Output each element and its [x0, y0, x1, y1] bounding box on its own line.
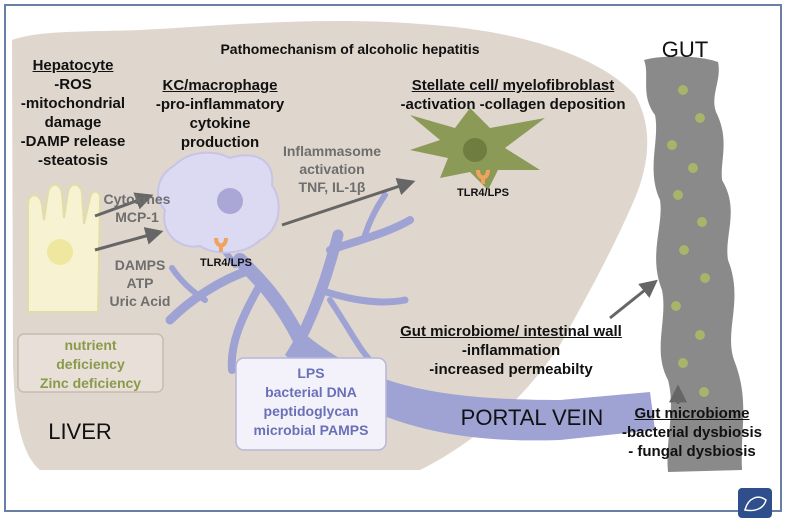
kc-block: KC/macrophage -pro-inflammatory cytokine… [140, 76, 300, 152]
arrow-hepatocyte-to-kc-lower [94, 227, 164, 252]
tlr4-kc-label: TLR4/LPS [200, 257, 252, 269]
diagram-title: Pathomechanism of alcoholic hepatitis [220, 41, 480, 57]
damps-line: DAMPS [114, 257, 166, 273]
hepatocyte-line: -mitochondrial [20, 95, 126, 112]
stellate-nucleus [463, 138, 487, 162]
kc-heading: KC/macrophage [162, 77, 278, 94]
cytokines-line: MCP-1 [115, 209, 159, 225]
gut-wall-heading: Gut microbiome/ intestinal wall [400, 323, 622, 340]
tlr4-stellate-label: TLR4/LPS [457, 187, 509, 199]
gut-label: GUT [661, 37, 709, 62]
nutrient-box [17, 333, 164, 393]
pamps-line: peptidoglycan [263, 403, 359, 419]
damps-line: Uric Acid [109, 293, 171, 309]
inflammasome-line: Inflammasome [282, 143, 382, 159]
stellate-block: Stellate cell/ myelofibroblast -activati… [378, 76, 648, 114]
portal-vein-branches [165, 192, 414, 374]
tlr4-receptor-stellate [476, 169, 490, 184]
journal-logo [738, 488, 772, 518]
gut-microbiome-heading: Gut microbiome [634, 405, 750, 422]
gut-wall-block: Gut microbiome/ intestinal wall -inflamm… [376, 322, 646, 379]
cytokines-block: Cytokines MCP-1 [92, 190, 182, 226]
portal-vein-label: PORTAL VEIN [460, 405, 604, 430]
hepatocyte-nucleus [47, 239, 73, 265]
arrow-kc-to-stellate [281, 177, 416, 227]
liver-label: LIVER [48, 419, 112, 444]
nutrient-block: nutrient deficiency Zinc deficiency [18, 336, 163, 393]
inflammasome-line: TNF, IL-1β [298, 179, 366, 195]
stellate-line: -activation -collagen deposition [400, 96, 626, 113]
hepatocyte-block: Hepatocyte -ROS -mitochondrial damage -D… [8, 56, 138, 170]
gut-wall-line: -inflammation [461, 342, 561, 359]
pamps-block: LPS bacterial DNA peptidoglycan microbia… [236, 364, 386, 440]
arrows [94, 177, 687, 404]
pamps-line: bacterial DNA [265, 384, 357, 400]
gut-microbiome-line: -bacterial dysbiosis [621, 424, 763, 441]
gut-microbiome-line: - fungal dysbiosis [628, 443, 756, 460]
gut-wall-line: -increased permeabilty [429, 361, 593, 378]
kc-line: -pro-inflammatory [155, 96, 285, 113]
kc-nucleus [217, 188, 243, 214]
pamps-line: LPS [297, 365, 325, 381]
tlr4-receptor-kc [214, 237, 228, 252]
hepatocyte-heading: Hepatocyte [32, 57, 114, 74]
pamps-line: microbial PAMPS [253, 422, 369, 438]
cytokines-line: Cytokines [103, 191, 171, 207]
hepatocyte-line: damage [44, 114, 102, 131]
nutrient-line: deficiency [56, 356, 125, 372]
gut-villi-dots [667, 85, 710, 397]
hepatocyte-line: -steatosis [37, 152, 109, 169]
hepatocyte-line: -ROS [54, 76, 92, 93]
hepatocyte-line: -DAMP release [20, 133, 126, 150]
nutrient-line: nutrient [64, 337, 117, 353]
damps-line: ATP [126, 275, 154, 291]
inflammasome-block: Inflammasome activation TNF, IL-1β [272, 142, 392, 196]
gut-tube [644, 56, 744, 473]
nutrient-line: Zinc deficiency [39, 375, 142, 391]
arrow-wall-to-gut [609, 279, 658, 320]
gut-microbiome-block: Gut microbiome -bacterial dysbiosis - fu… [610, 404, 774, 461]
kc-line: cytokine [189, 115, 251, 132]
damps-block: DAMPS ATP Uric Acid [95, 256, 185, 310]
kc-line: production [180, 134, 260, 151]
inflammasome-line: activation [299, 161, 365, 177]
stellate-heading: Stellate cell/ myelofibroblast [411, 77, 615, 94]
arrow-hepatocyte-to-kc-upper [94, 192, 154, 218]
pamps-box [235, 357, 387, 451]
